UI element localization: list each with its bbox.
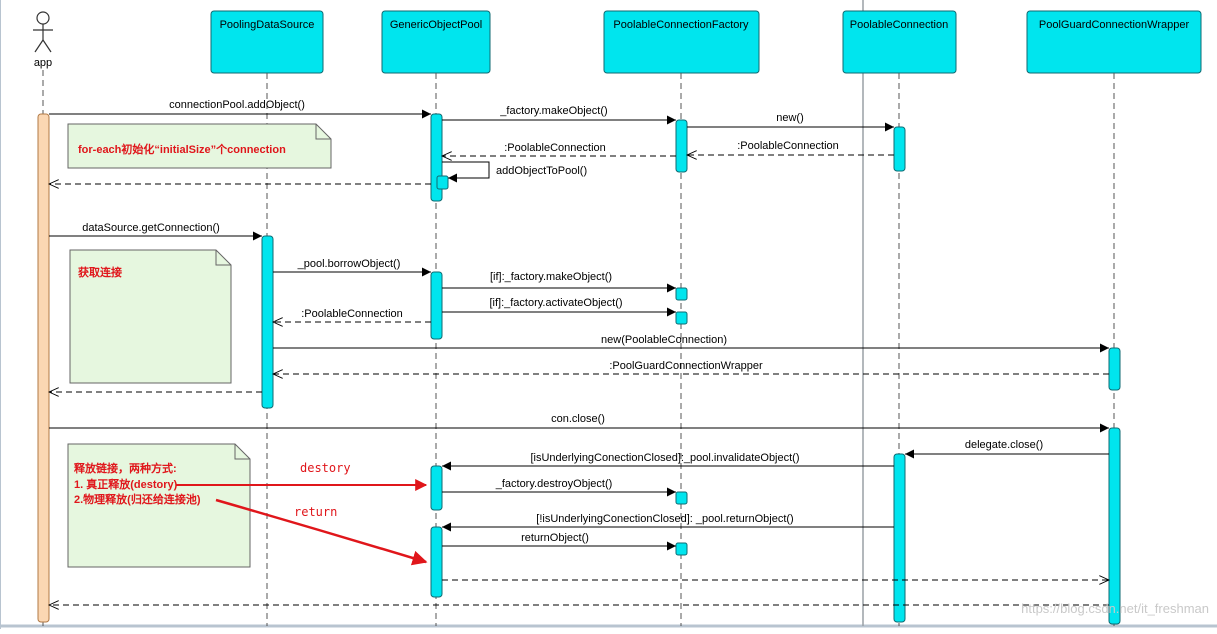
note-text: 获取连接 xyxy=(78,265,122,279)
message-label: new(PoolableConnection) xyxy=(601,334,727,346)
participant-label: PoolableConnection xyxy=(850,19,948,31)
message-label: returnObject() xyxy=(521,532,589,544)
note-text: 释放链接，两种方式: xyxy=(74,461,177,475)
message-label: dataSource.getConnection() xyxy=(82,222,220,234)
message-label: :PoolableConnection xyxy=(737,140,839,152)
message-label: :PoolableConnection xyxy=(504,142,606,154)
note-get-connection: 获取连接 xyxy=(69,249,232,384)
message-label: delegate.close() xyxy=(965,439,1043,451)
activation-bars xyxy=(37,113,1121,625)
participant-label: GenericObjectPool xyxy=(390,19,482,31)
participant-generic-object-pool: GenericObjectPool xyxy=(381,10,491,74)
actor-label: app xyxy=(34,57,52,69)
participant-pooling-data-source: PoolingDataSource xyxy=(210,10,324,74)
annotation-arrows: destory return xyxy=(176,461,428,566)
message-label: addObjectToPool() xyxy=(496,165,587,177)
note-release: 释放链接，两种方式: 1. 真正释放(destory) 2.物理释放(归还给连接… xyxy=(67,443,251,568)
watermark: https://blog.csdn.net/it_freshman xyxy=(1021,601,1209,616)
message-label: :PoolableConnection xyxy=(301,308,403,320)
message-label: [isUnderlyingConectionClosed]:_pool.inva… xyxy=(530,452,799,464)
message-label: _factory.makeObject() xyxy=(499,105,607,117)
message-label: _factory.destroyObject() xyxy=(495,478,613,490)
note-text: 2.物理释放(归还给连接池) xyxy=(74,492,201,506)
app-actor: app xyxy=(33,11,53,69)
message-label: connectionPool.addObject() xyxy=(169,99,305,111)
message-label: :PoolGuardConnectionWrapper xyxy=(609,360,763,372)
note-init: for-each初始化“initialSize”个connection xyxy=(67,123,332,169)
message-label: _pool.borrowObject() xyxy=(297,258,401,270)
participant-label: PoolableConnectionFactory xyxy=(613,19,749,31)
note-text: for-each初始化“initialSize”个connection xyxy=(78,142,286,156)
participant-label: PoolGuardConnectionWrapper xyxy=(1039,19,1190,31)
annotation-destory: destory xyxy=(300,461,351,475)
participant-label: PoolingDataSource xyxy=(220,19,315,31)
message-label: [if]:_factory.activateObject() xyxy=(489,297,622,309)
note-text: 1. 真正释放(destory) xyxy=(74,477,178,491)
message-label: [if]:_factory.makeObject() xyxy=(490,271,612,283)
participant-pool-guard-connection-wrapper: PoolGuardConnectionWrapper xyxy=(1026,10,1202,74)
actor-icon xyxy=(33,11,53,53)
message-label: [!isUnderlyingConectionClosed]: _pool.re… xyxy=(536,513,793,525)
participant-poolable-connection-factory: PoolableConnectionFactory xyxy=(603,10,760,74)
annotation-return: return xyxy=(294,505,337,519)
message-label: new() xyxy=(776,112,804,124)
messages: connectionPool.addObject() _factory.make… xyxy=(49,99,1109,605)
participant-poolable-connection: PoolableConnection xyxy=(842,10,957,74)
message-label: con.close() xyxy=(551,413,605,425)
